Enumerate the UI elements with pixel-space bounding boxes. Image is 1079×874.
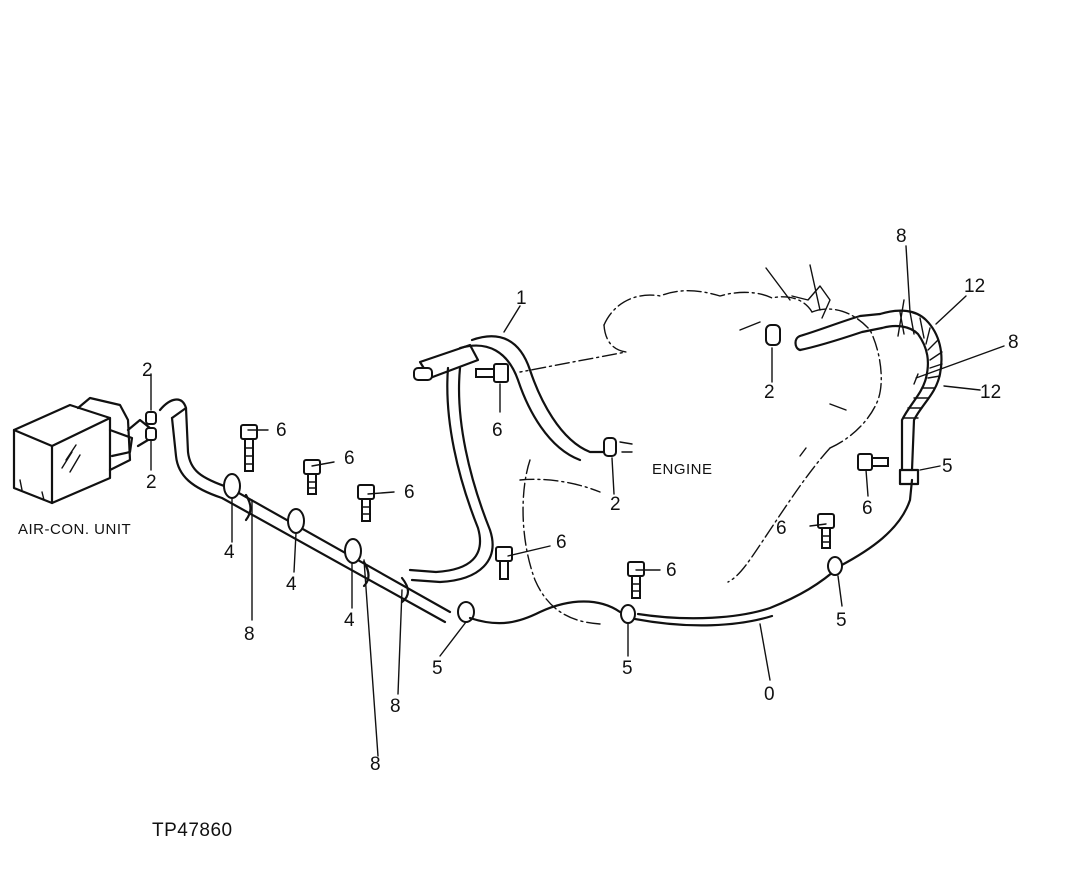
bolt-icon — [357, 484, 375, 522]
bolt-icon — [303, 459, 321, 495]
air-con-unit-label: AIR-CON. UNIT — [18, 521, 131, 538]
bolt-icon — [475, 363, 509, 383]
callout-2: 2 — [610, 494, 621, 515]
main-line-lower — [468, 478, 914, 627]
bolt-icon — [627, 561, 645, 599]
hose-pair-left — [158, 398, 452, 624]
callout-12: 12 — [980, 382, 1001, 403]
callout-8: 8 — [370, 754, 381, 775]
hose-1 — [408, 335, 606, 584]
callout-2: 2 — [142, 360, 153, 381]
fitting-air-con — [145, 411, 157, 441]
callout-4: 4 — [286, 574, 297, 595]
callout-4: 4 — [224, 542, 235, 563]
callout-4: 4 — [344, 610, 355, 631]
leader-lines — [150, 245, 1005, 757]
callouts: 1 2 2 2 2 4 4 4 5 5 5 5 6 6 6 6 6 6 6 6 … — [142, 226, 1019, 775]
engine-fittings — [603, 312, 884, 457]
callout-6: 6 — [862, 498, 873, 519]
callout-6: 6 — [556, 532, 567, 553]
callout-5: 5 — [432, 658, 443, 679]
engine-label: ENGINE — [652, 461, 713, 478]
callout-6: 6 — [276, 420, 287, 441]
figure-reference: TP47860 — [152, 820, 233, 841]
bolts — [240, 363, 889, 599]
bolt-icon — [240, 424, 258, 472]
callout-12: 12 — [964, 276, 985, 297]
bolt-icon — [495, 546, 513, 580]
callout-8: 8 — [244, 624, 255, 645]
callout-6: 6 — [776, 518, 787, 539]
callout-5: 5 — [942, 456, 953, 477]
callout-2: 2 — [146, 472, 157, 493]
callout-5: 5 — [836, 610, 847, 631]
callout-8: 8 — [896, 226, 907, 247]
engine-outline — [519, 264, 882, 625]
callout-6: 6 — [404, 482, 415, 503]
callout-0: 0 — [764, 684, 775, 705]
callout-6: 6 — [492, 420, 503, 441]
callout-8: 8 — [390, 696, 401, 717]
callout-8: 8 — [1008, 332, 1019, 353]
right-hose-spiral — [878, 299, 943, 486]
bolt-icon — [817, 513, 835, 549]
callout-2: 2 — [764, 382, 775, 403]
callout-5: 5 — [622, 658, 633, 679]
bolt-icon — [857, 453, 889, 471]
air-con-unit-drawing — [12, 396, 152, 505]
clamps-left — [223, 473, 475, 623]
callout-6: 6 — [666, 560, 677, 581]
callout-1: 1 — [516, 288, 527, 309]
callout-6: 6 — [344, 448, 355, 469]
